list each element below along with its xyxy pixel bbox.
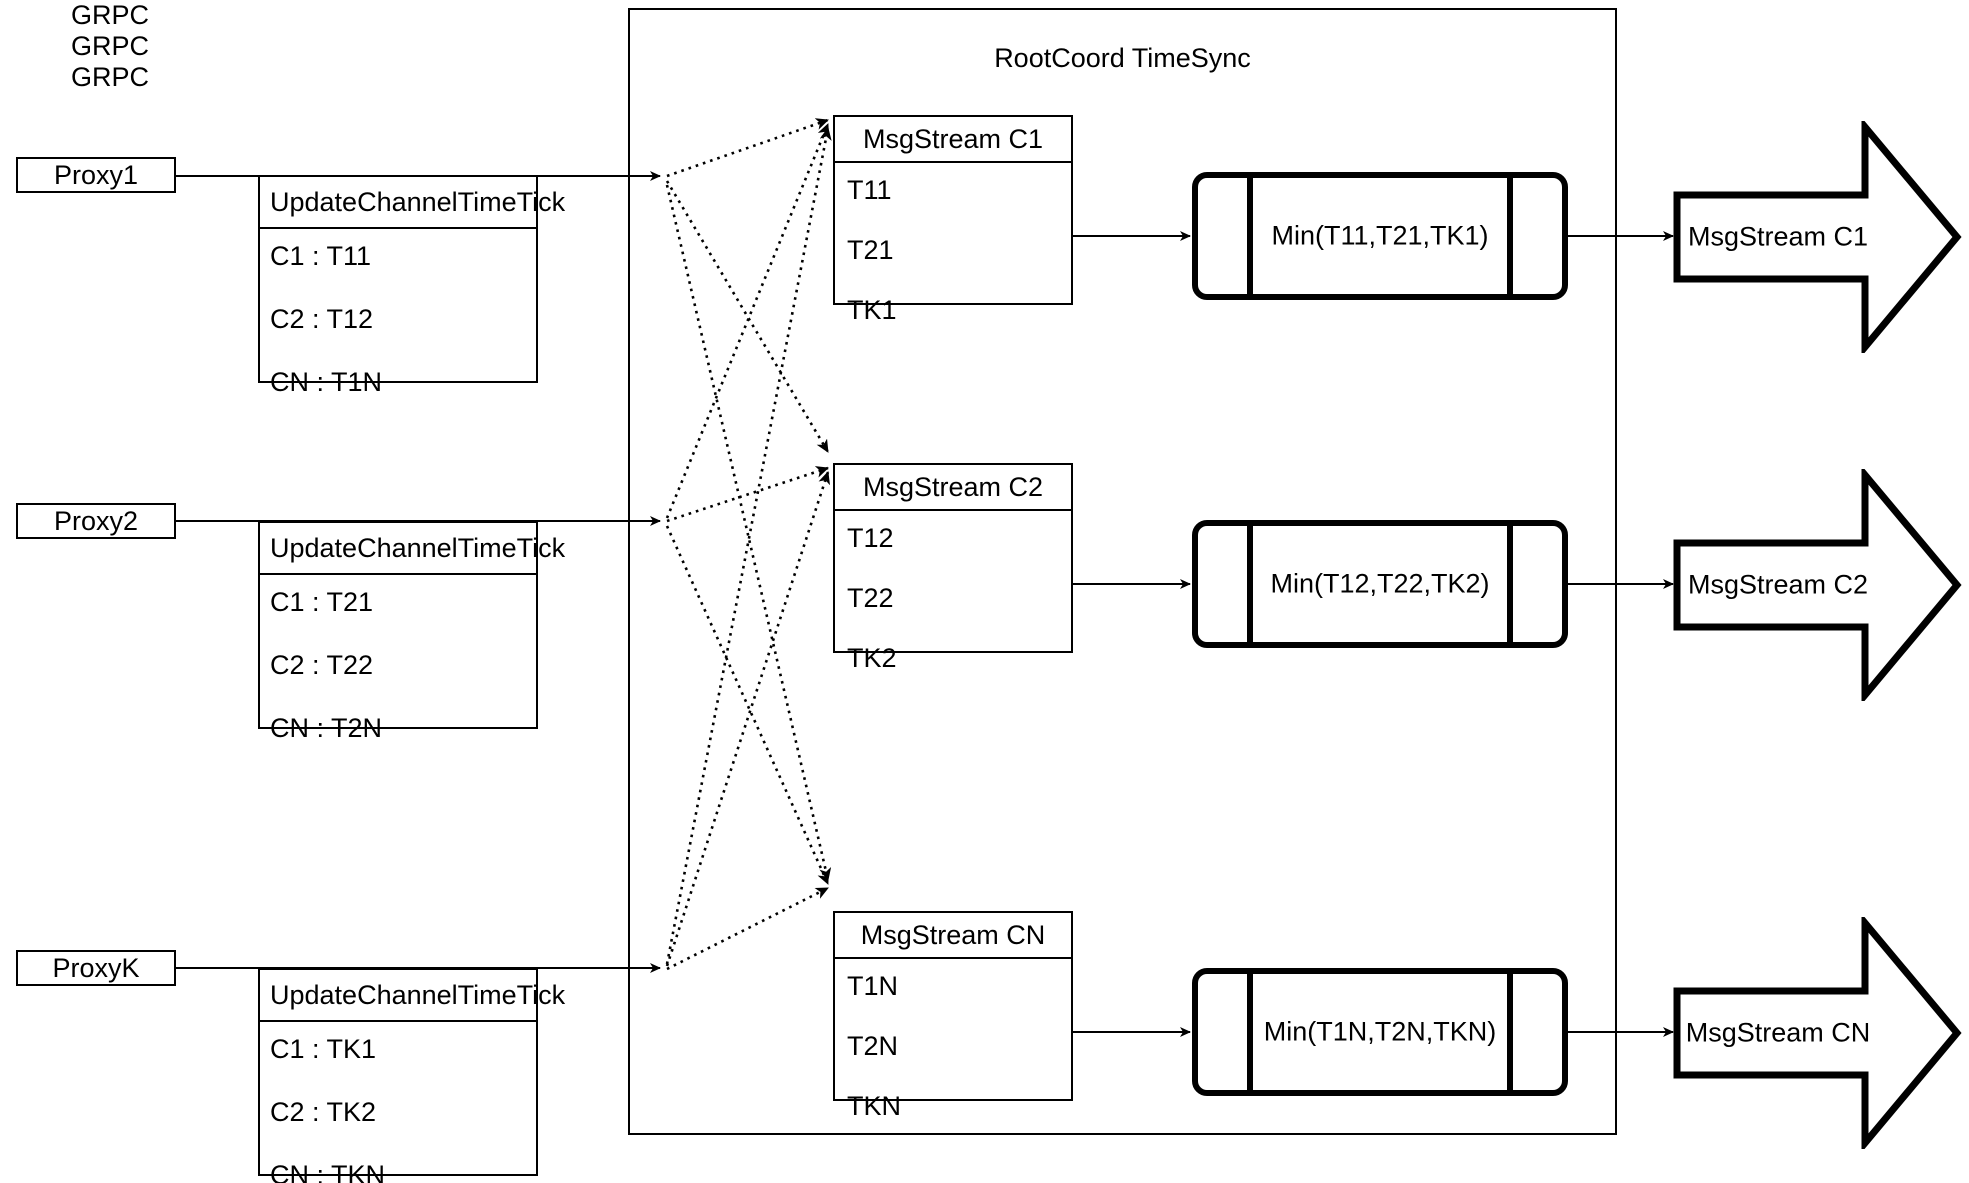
msgstream-tick: TK1: [847, 295, 897, 325]
output-label: MsgStream CN: [1685, 1017, 1871, 1048]
msgstream-title: MsgStream CN: [835, 913, 1071, 959]
proxy-box-proxy2[interactable]: Proxy2: [16, 503, 176, 539]
grpc-label-proxyk: GRPC: [70, 62, 149, 92]
uct-body: C1 : T21 C2 : T22 CN : T2N: [260, 575, 536, 778]
msgstream-tick: T21: [847, 235, 894, 265]
proxy-label: ProxyK: [52, 952, 140, 983]
output-block-arrow-cn: MsgStream CN: [1673, 917, 1963, 1149]
min-process-c1: Min(T11,T21,TK1): [1192, 172, 1568, 300]
msgstream-title: MsgStream C1: [835, 117, 1071, 163]
uct-row: C2 : T22: [270, 650, 374, 680]
msgstream-tick: TKN: [847, 1091, 901, 1121]
min-process-c2: Min(T12,T22,TK2): [1192, 520, 1568, 648]
min-label: Min(T11,T21,TK1): [1271, 220, 1489, 251]
msgstream-box-c1: MsgStream C1 T11 T21 TK1: [833, 115, 1073, 324]
uct-body: C1 : TK1 C2 : TK2 CN : TKN: [260, 1022, 536, 1183]
output-block-arrow-c2: MsgStream C2: [1673, 469, 1963, 701]
uct-body: C1 : T11 C2 : T12 CN : T1N: [260, 229, 536, 432]
update-channel-timetick-proxy1: UpdateChannelTimeTick C1 : T11 C2 : T12 …: [258, 175, 565, 396]
msgstream-tick: T1N: [847, 971, 899, 1001]
uct-title: UpdateChannelTimeTick: [260, 177, 565, 229]
update-channel-timetick-proxy2: UpdateChannelTimeTick C1 : T21 C2 : T22 …: [258, 521, 565, 742]
grpc-label-proxy1: GRPC: [70, 0, 149, 30]
block-arrow-shape: [1673, 469, 1962, 701]
output-label: MsgStream C2: [1687, 569, 1869, 600]
predefined-process-shape: [1192, 968, 1568, 1096]
predefined-process-shape: [1192, 172, 1568, 300]
update-channel-timetick-proxyk: UpdateChannelTimeTick C1 : TK1 C2 : TK2 …: [258, 968, 565, 1183]
block-arrow-shape: [1673, 917, 1962, 1149]
msgstream-tick: T2N: [847, 1031, 899, 1061]
rootcoord-timesync-title: RootCoord TimeSync: [994, 43, 1251, 73]
output-label: MsgStream C1: [1687, 221, 1869, 252]
uct-row: C1 : T21: [270, 587, 374, 617]
output-block-arrow-c1: MsgStream C1: [1673, 121, 1963, 353]
min-label: Min(T12,T22,TK2): [1270, 568, 1490, 599]
uct-row: C2 : TK2: [270, 1097, 377, 1127]
msgstream-body: T11 T21 TK1: [835, 163, 1071, 357]
proxy-label: Proxy2: [53, 505, 139, 536]
proxy-label: Proxy1: [53, 159, 139, 190]
msgstream-tick: T12: [847, 523, 894, 553]
rootcoord-timesync-container: [628, 8, 1617, 1135]
msgstream-body: T12 T22 TK2: [835, 511, 1071, 705]
proxy-box-proxy1[interactable]: Proxy1: [16, 157, 176, 193]
min-label: Min(T1N,T2N,TKN): [1263, 1016, 1497, 1047]
msgstream-body: T1N T2N TKN: [835, 959, 1071, 1153]
msgstream-tick: T11: [847, 175, 892, 205]
msgstream-title: MsgStream C2: [835, 465, 1071, 511]
predefined-process-shape: [1192, 520, 1568, 648]
grpc-label-proxy2: GRPC: [70, 31, 149, 61]
msgstream-tick: T22: [847, 583, 894, 613]
uct-title: UpdateChannelTimeTick: [260, 523, 565, 575]
msgstream-box-cn: MsgStream CN T1N T2N TKN: [833, 911, 1073, 1120]
msgstream-tick: TK2: [847, 643, 897, 673]
uct-row: C1 : T11: [270, 241, 372, 271]
block-arrow-shape: [1673, 121, 1962, 353]
uct-row: C2 : T12: [270, 304, 374, 334]
uct-row: CN : TKN: [270, 1160, 386, 1183]
uct-row: CN : T2N: [270, 713, 383, 743]
proxy-box-proxyk[interactable]: ProxyK: [16, 950, 176, 986]
msgstream-box-c2: MsgStream C2 T12 T22 TK2: [833, 463, 1073, 672]
uct-title: UpdateChannelTimeTick: [260, 970, 565, 1022]
min-process-cn: Min(T1N,T2N,TKN): [1192, 968, 1568, 1096]
uct-row: C1 : TK1: [270, 1034, 377, 1064]
uct-row: CN : T1N: [270, 367, 383, 397]
